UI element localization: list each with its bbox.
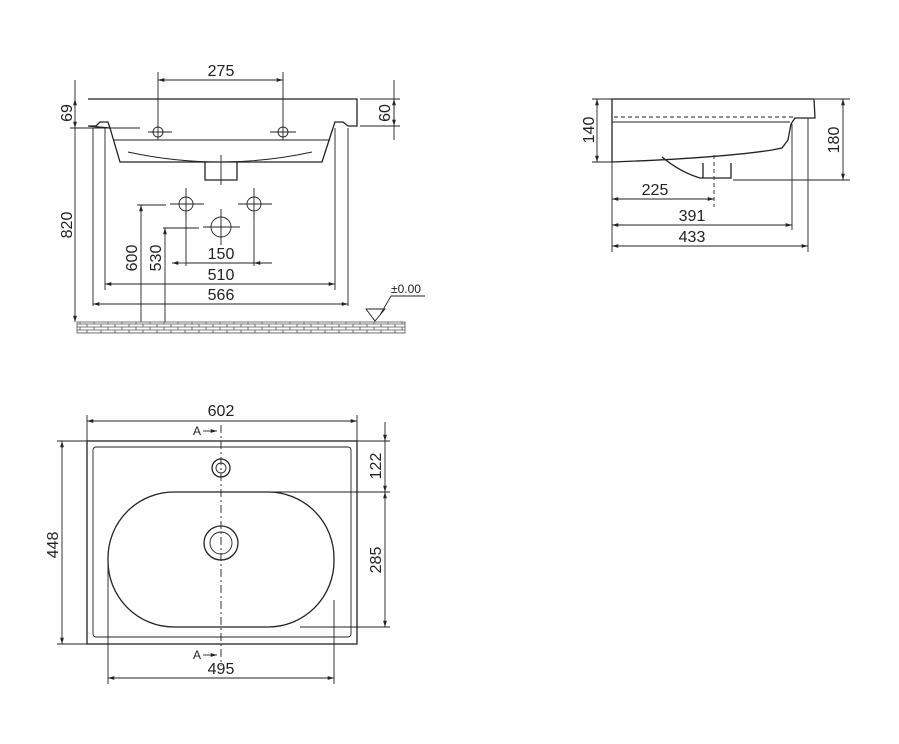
dim-width: 602 (208, 403, 235, 420)
drain-profile (661, 156, 732, 179)
level-marker (365, 295, 425, 322)
dim-140: 140 (581, 117, 598, 144)
top-view: A A 602 448 122 285 495 (45, 403, 390, 684)
dim-510: 510 (208, 267, 235, 284)
section-label-bottom: A (193, 648, 201, 662)
front-view: 275 69 820 60 600 530 150 510 566 (59, 63, 425, 334)
side-view: 140 180 225 391 433 (581, 98, 850, 252)
dim-433: 433 (679, 229, 706, 246)
dim-391: 391 (679, 208, 706, 225)
floor-level: ±0.00 (391, 282, 421, 296)
dim-pipe-530: 530 (148, 245, 165, 272)
dim-height: 820 (59, 212, 76, 239)
basin-bowl (109, 127, 334, 163)
dim-rim-thickness: 60 (377, 104, 394, 122)
dim-566: 566 (208, 287, 235, 304)
section-label-top: A (193, 424, 201, 438)
dim-180: 180 (826, 127, 843, 154)
dim-hole-spacing: 275 (208, 63, 235, 80)
dim-rim-height: 69 (59, 104, 76, 122)
basin-rim (87, 98, 358, 129)
dim-depth: 448 (45, 532, 62, 559)
dim-pipe-600: 600 (124, 245, 141, 272)
basin-outline (86, 440, 358, 645)
dim-pipe-spacing: 150 (208, 246, 235, 263)
floor (76, 321, 406, 334)
dim-285: 285 (368, 547, 385, 574)
dim-225: 225 (642, 182, 669, 199)
dim-495: 495 (208, 661, 235, 678)
basin-profile (611, 98, 816, 163)
dim-122: 122 (368, 453, 385, 480)
